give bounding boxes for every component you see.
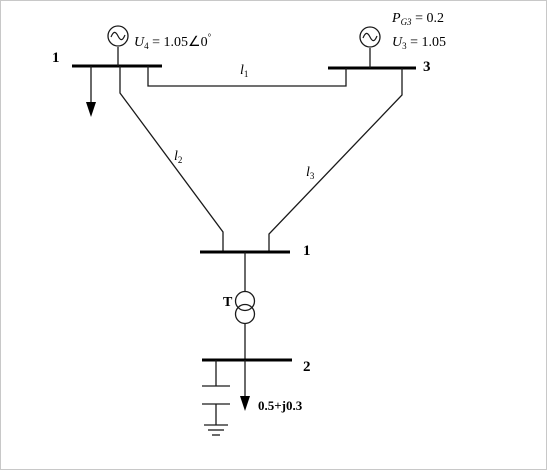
transformer-label: T	[223, 295, 233, 310]
generator-4	[107, 25, 129, 66]
bus-4-load-arrow	[86, 66, 96, 117]
bus-2-load-label: 0.5+j0.3	[258, 398, 303, 413]
bus-4-label: 1	[52, 50, 60, 66]
bus-1-label: 1	[303, 243, 311, 259]
generator-3-voltage-label: U3 = 1.05	[392, 35, 446, 51]
bus-3-label: 3	[423, 59, 431, 75]
transformer-winding-1	[234, 290, 256, 312]
line-l2-label: l2	[174, 149, 182, 165]
bus-2: 2	[202, 358, 311, 375]
line-l1-label: l1	[240, 63, 248, 79]
sine-icon	[362, 32, 378, 42]
generator-3	[359, 26, 381, 68]
bus-4: 1	[52, 50, 162, 68]
bus-2-label: 2	[303, 359, 311, 375]
line-l2	[119, 66, 224, 252]
line-l3	[268, 68, 403, 252]
generator-4-voltage-label: U4 = 1.05∠0°	[134, 32, 212, 51]
ground-icon	[204, 424, 228, 436]
line-l1	[147, 66, 347, 87]
sine-icon	[110, 31, 126, 41]
transformer	[234, 252, 256, 360]
bus-2-load-arrow	[240, 360, 250, 411]
bus-3: 3	[328, 59, 431, 75]
shunt-capacitor	[202, 360, 230, 425]
line-l3-label: l3	[306, 165, 315, 181]
generator-3-power-label: PG3 = 0.2	[391, 11, 444, 27]
